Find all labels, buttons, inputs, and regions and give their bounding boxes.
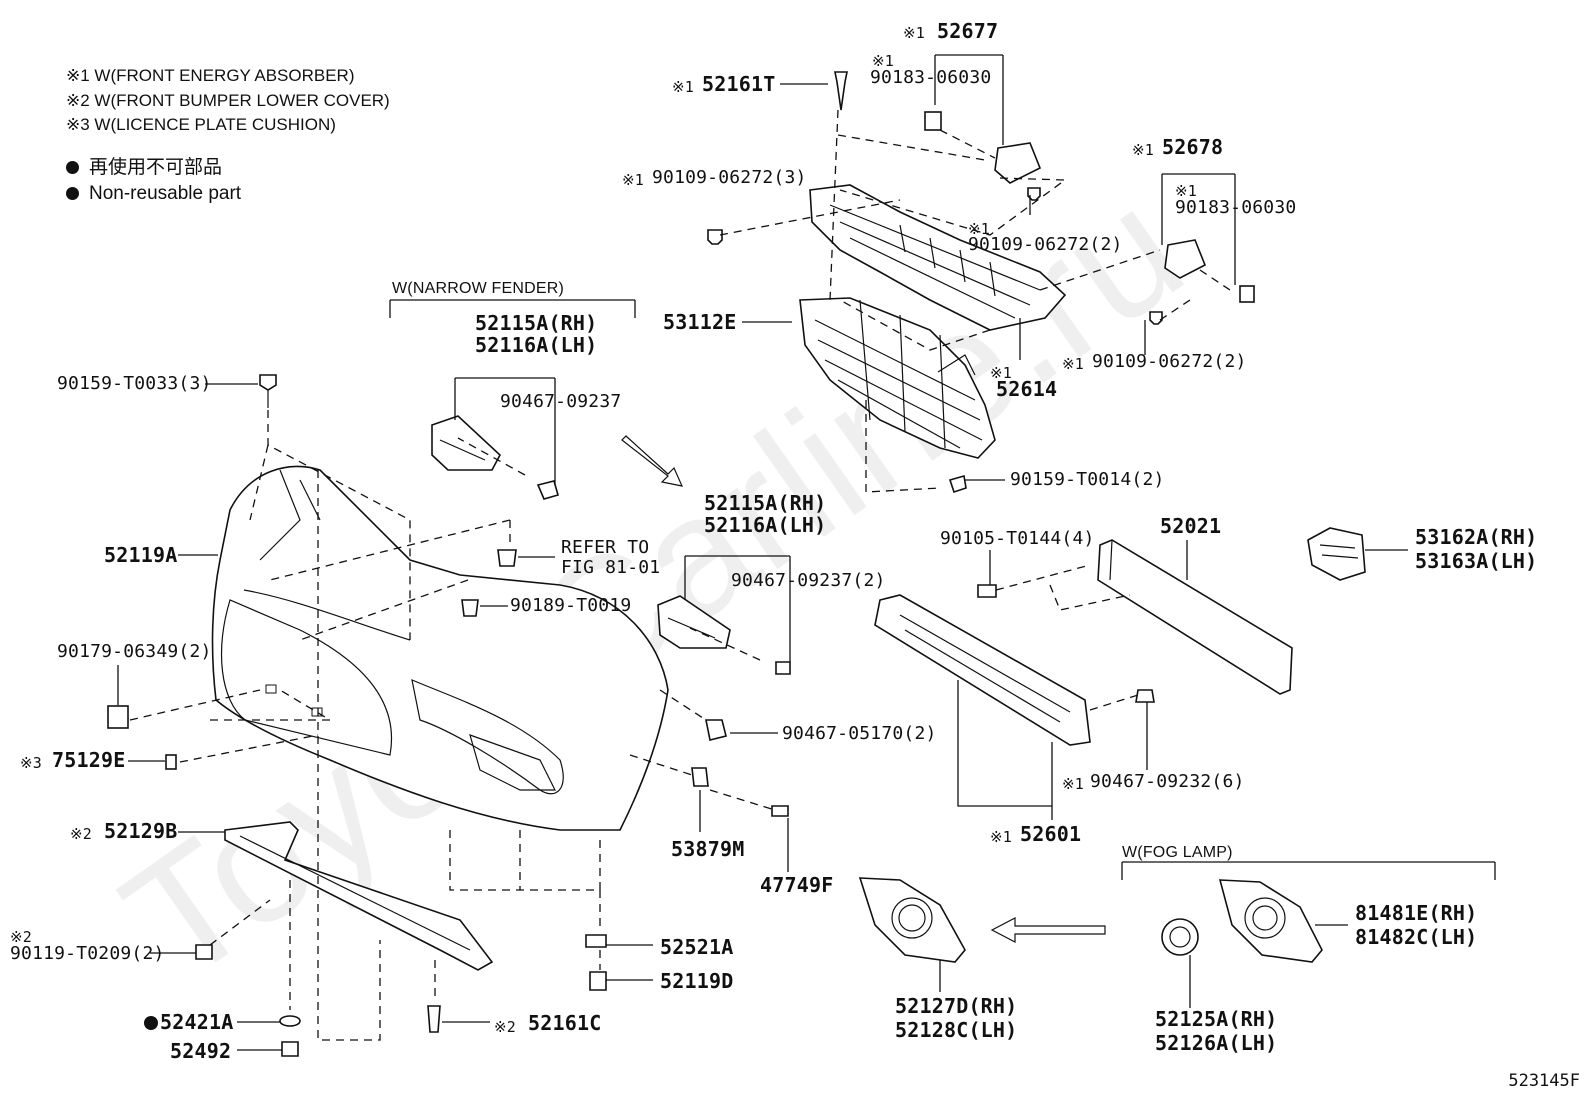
mark-52614: ※1: [990, 364, 1012, 382]
label-90183-06030-b[interactable]: 90183-06030: [1175, 197, 1297, 218]
figure-code: 523145F: [1508, 1071, 1580, 1091]
mark-90109b: ※1: [968, 220, 990, 238]
mark-52161C: ※2: [494, 1018, 516, 1036]
label-53879M[interactable]: 53879M: [671, 837, 745, 861]
label-52677[interactable]: 52677: [937, 19, 999, 43]
mark-90109c: ※1: [1062, 355, 1084, 373]
reinforcement-52021: [1097, 539, 1293, 695]
label-52421A[interactable]: 52421A: [144, 1011, 233, 1033]
bracket-52677: [924, 111, 1255, 325]
mark-90119: ※2: [10, 928, 32, 946]
label-52115A-upper[interactable]: 52115A(RH): [475, 311, 598, 335]
label-52127D[interactable]: 52127D(RH): [895, 994, 1018, 1018]
mark-90183b: ※1: [1175, 182, 1197, 200]
label-47749F[interactable]: 47749F: [760, 873, 834, 897]
leader-lines: [117, 54, 1496, 1051]
mark-52161T: ※1: [672, 78, 694, 96]
label-90109-06272-2-b[interactable]: 90109-06272(2): [1092, 351, 1247, 372]
upper-grille-52614: [809, 184, 1067, 331]
lower-cover-52129B: [224, 821, 494, 971]
label-52126A[interactable]: 52126A(LH): [1155, 1031, 1278, 1055]
label-81481E[interactable]: 81481E(RH): [1355, 901, 1478, 925]
mark-90183a: ※1: [872, 52, 894, 70]
fog-lamp-52125A: [1161, 918, 1199, 956]
label-52601[interactable]: 52601: [1020, 822, 1082, 846]
label-52161T[interactable]: 52161T: [702, 72, 776, 96]
legend-en: Non-reusable part: [89, 183, 242, 204]
label-90109-06272-3[interactable]: 90109-06272(3): [652, 167, 807, 188]
label-90467-09237-2[interactable]: 90467-09237(2): [731, 570, 886, 591]
notes-block: ※1 W(FRONT ENERGY ABSORBER) ※2 W(FRONT B…: [66, 64, 390, 138]
bumper-cover-52119A: [211, 465, 669, 831]
note-1: ※1 W(FRONT ENERGY ABSORBER): [66, 66, 355, 85]
mark-52677: ※1: [903, 24, 925, 42]
lower-grille-53112E: [799, 297, 996, 459]
label-52492[interactable]: 52492: [170, 1039, 232, 1063]
energy-absorber-52601: [874, 594, 1091, 746]
label-fig-81-01[interactable]: FIG 81-01: [561, 557, 661, 578]
mark-52601: ※1: [990, 828, 1012, 846]
mark-90467-09232: ※1: [1062, 775, 1084, 793]
label-90467-09237[interactable]: 90467-09237: [500, 391, 622, 412]
fog-lamp-arrow: [990, 917, 1106, 943]
filled-circle-icon: [144, 1016, 158, 1030]
mark-75129E: ※3: [20, 754, 42, 772]
label-53163A[interactable]: 53163A(LH): [1415, 549, 1538, 573]
legend-jp: 再使用不可部品: [89, 157, 223, 178]
filled-circle-icon: [66, 187, 79, 200]
direction-arrow: [621, 435, 684, 487]
fog-cover-81481E: [1218, 879, 1323, 963]
label-90467-05170[interactable]: 90467-05170(2): [782, 723, 937, 744]
group-fog-lamp: W(FOG LAMP): [1122, 844, 1233, 861]
mark-90109a: ※1: [622, 171, 644, 189]
label-90105-T0144[interactable]: 90105-T0144(4): [940, 528, 1095, 549]
label-52678[interactable]: 52678: [1162, 135, 1224, 159]
label-refer-to: REFER TO: [561, 537, 650, 558]
label-81482C[interactable]: 81482C(LH): [1355, 925, 1478, 949]
mark-52129B: ※2: [70, 825, 92, 843]
label-52116A-lower[interactable]: 52116A(LH): [704, 513, 827, 537]
label-90109-06272-2-a[interactable]: 90109-06272(2): [968, 234, 1123, 255]
label-53162A[interactable]: 53162A(RH): [1415, 525, 1538, 549]
label-52128C[interactable]: 52128C(LH): [895, 1018, 1018, 1042]
label-52129B[interactable]: 52129B: [104, 819, 178, 843]
label-90159-T0014[interactable]: 90159-T0014(2): [1010, 469, 1165, 490]
label-52116A-upper[interactable]: 52116A(LH): [475, 333, 598, 357]
label-52115A-lower[interactable]: 52115A(RH): [704, 491, 827, 515]
legend: 再使用不可部品 Non-reusable part: [66, 155, 241, 207]
label-52161C[interactable]: 52161C: [528, 1011, 602, 1035]
label-90189-T0019[interactable]: 90189-T0019: [510, 595, 632, 616]
label-52421A-text: 52421A: [160, 1010, 234, 1034]
mark-52678: ※1: [1132, 141, 1154, 159]
label-90119-T0209[interactable]: 90119-T0209(2): [10, 943, 165, 964]
side-bracket-upper: [431, 415, 501, 471]
label-52125A[interactable]: 52125A(RH): [1155, 1007, 1278, 1031]
label-53112E[interactable]: 53112E: [663, 310, 737, 334]
label-90179-06349[interactable]: 90179-06349(2): [57, 641, 212, 662]
label-52119D[interactable]: 52119D: [660, 969, 734, 993]
label-90467-09232[interactable]: 90467-09232(6): [1090, 771, 1245, 792]
note-3: ※3 W(LICENCE PLATE CUSHION): [66, 115, 336, 134]
label-52521A[interactable]: 52521A: [660, 935, 734, 959]
filled-circle-icon: [66, 161, 79, 174]
label-90159-T0033[interactable]: 90159-T0033(3): [57, 373, 212, 394]
fasteners-top: [259, 71, 967, 494]
label-52614[interactable]: 52614: [996, 377, 1058, 401]
side-bracket-lower: [657, 595, 731, 649]
label-52021[interactable]: 52021: [1160, 514, 1222, 538]
label-52119A[interactable]: 52119A: [104, 543, 178, 567]
assembly-lines: [129, 109, 1231, 1041]
label-90183-06030-a[interactable]: 90183-06030: [870, 67, 992, 88]
group-narrow-fender: W(NARROW FENDER): [392, 280, 565, 297]
label-75129E[interactable]: 75129E: [52, 748, 126, 772]
bracket-53162A: [1307, 527, 1366, 581]
fog-cover-52127D: [858, 877, 966, 963]
fasteners-misc: [107, 480, 1155, 1057]
note-2: ※2 W(FRONT BUMPER LOWER COVER): [66, 90, 390, 110]
